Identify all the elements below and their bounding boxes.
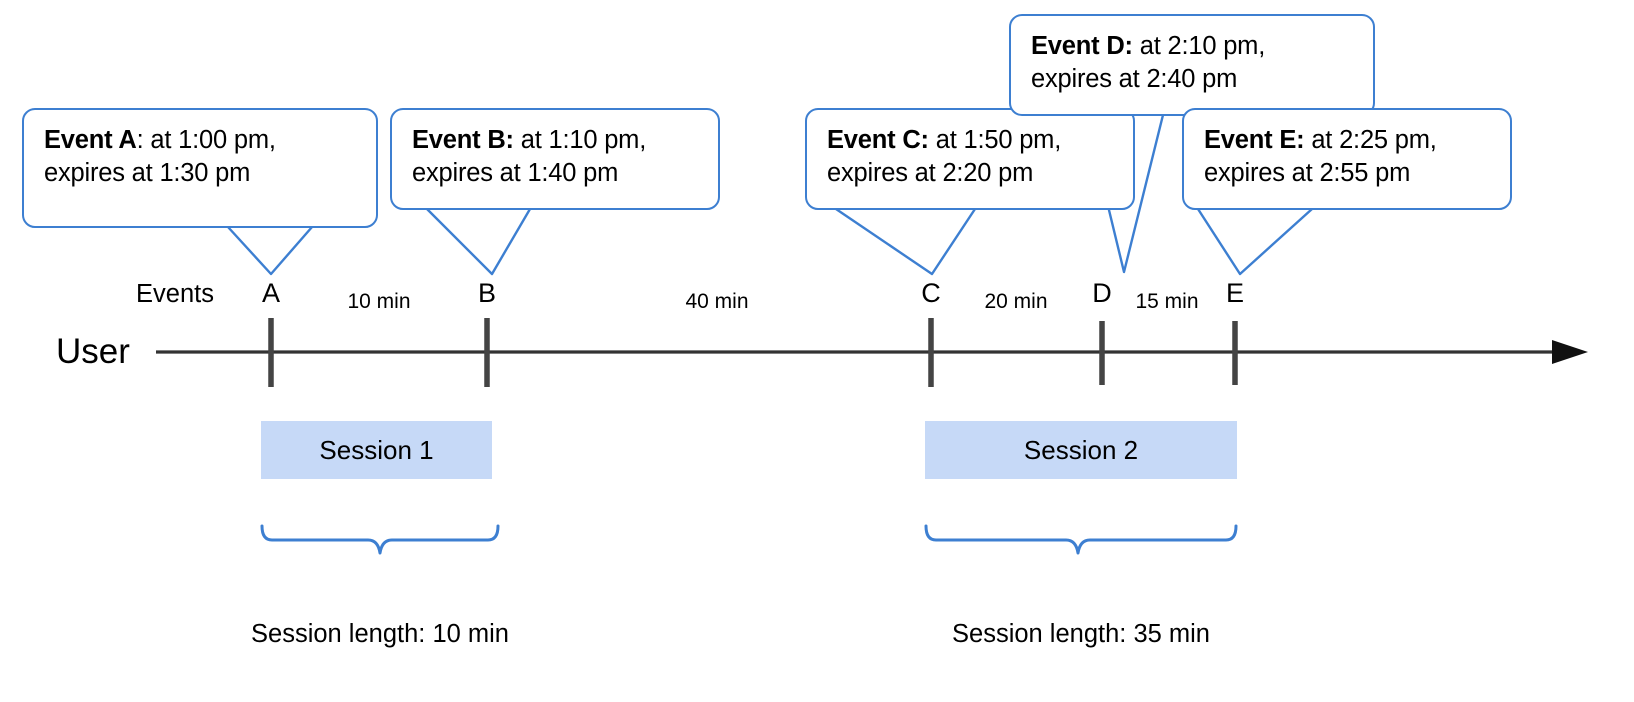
interval-label-a-b: 10 min [347, 290, 411, 313]
callout-event-e-detail: at 2:25 pm, expires at 2:55 pm [1204, 126, 1437, 187]
callout-tail-e [1196, 207, 1314, 276]
callout-event-a-detail: : at 1:00 pm, expires at 1:30 pm [44, 126, 276, 187]
callout-tail-b [425, 207, 532, 276]
callout-event-c: Event C: at 1:50 pm, expires at 2:20 pm [805, 108, 1135, 210]
tick-label-d: D [1092, 278, 1112, 308]
session-box-1: Session 1 [261, 421, 492, 479]
callout-event-d-title: Event D: [1031, 32, 1133, 60]
session-length-caption-2: Session length: 35 min [952, 620, 1210, 648]
session-brace-2 [924, 524, 1238, 555]
callout-event-b-title: Event B: [412, 126, 514, 154]
axis-row-label-user: User [56, 332, 130, 371]
interval-label-b-c: 40 min [685, 290, 749, 313]
tick-label-b: B [477, 278, 496, 308]
axis-arrow-icon [1552, 340, 1588, 364]
axis-events-label: Events [136, 280, 214, 308]
interval-label-d-e: 15 min [1135, 290, 1199, 313]
tick-label-c: C [921, 278, 941, 308]
session-box-2: Session 2 [925, 421, 1237, 479]
callout-event-d: Event D: at 2:10 pm, expires at 2:40 pm [1009, 14, 1375, 116]
callout-event-d-detail: at 2:10 pm, expires at 2:40 pm [1031, 32, 1266, 93]
tick-label-e: E [1225, 278, 1244, 308]
session-brace-1 [260, 524, 500, 555]
session-length-caption-1: Session length: 10 min [251, 620, 509, 648]
session-box-1-label: Session 1 [319, 434, 434, 465]
callout-event-a-title: Event A [44, 126, 137, 154]
callout-event-e-title: Event E: [1204, 126, 1305, 154]
tick-label-a: A [261, 278, 280, 308]
interval-label-c-d: 20 min [984, 290, 1048, 313]
callout-event-c-detail: at 1:50 pm, expires at 2:20 pm [827, 126, 1062, 187]
callout-event-b: Event B: at 1:10 pm, expires at 1:40 pm [390, 108, 720, 210]
callout-event-a: Event A: at 1:00 pm, expires at 1:30 pm [22, 108, 378, 228]
event-tick-marks [268, 318, 1238, 387]
callout-event-e: Event E: at 2:25 pm, expires at 2:55 pm [1182, 108, 1512, 210]
callout-tail-c [834, 207, 977, 276]
callout-tail-a [226, 225, 314, 276]
timeline-axis [156, 340, 1588, 364]
callout-event-b-detail: at 1:10 pm, expires at 1:40 pm [412, 126, 647, 187]
session-box-2-label: Session 2 [1023, 434, 1139, 465]
callout-event-c-title: Event C: [827, 126, 929, 154]
